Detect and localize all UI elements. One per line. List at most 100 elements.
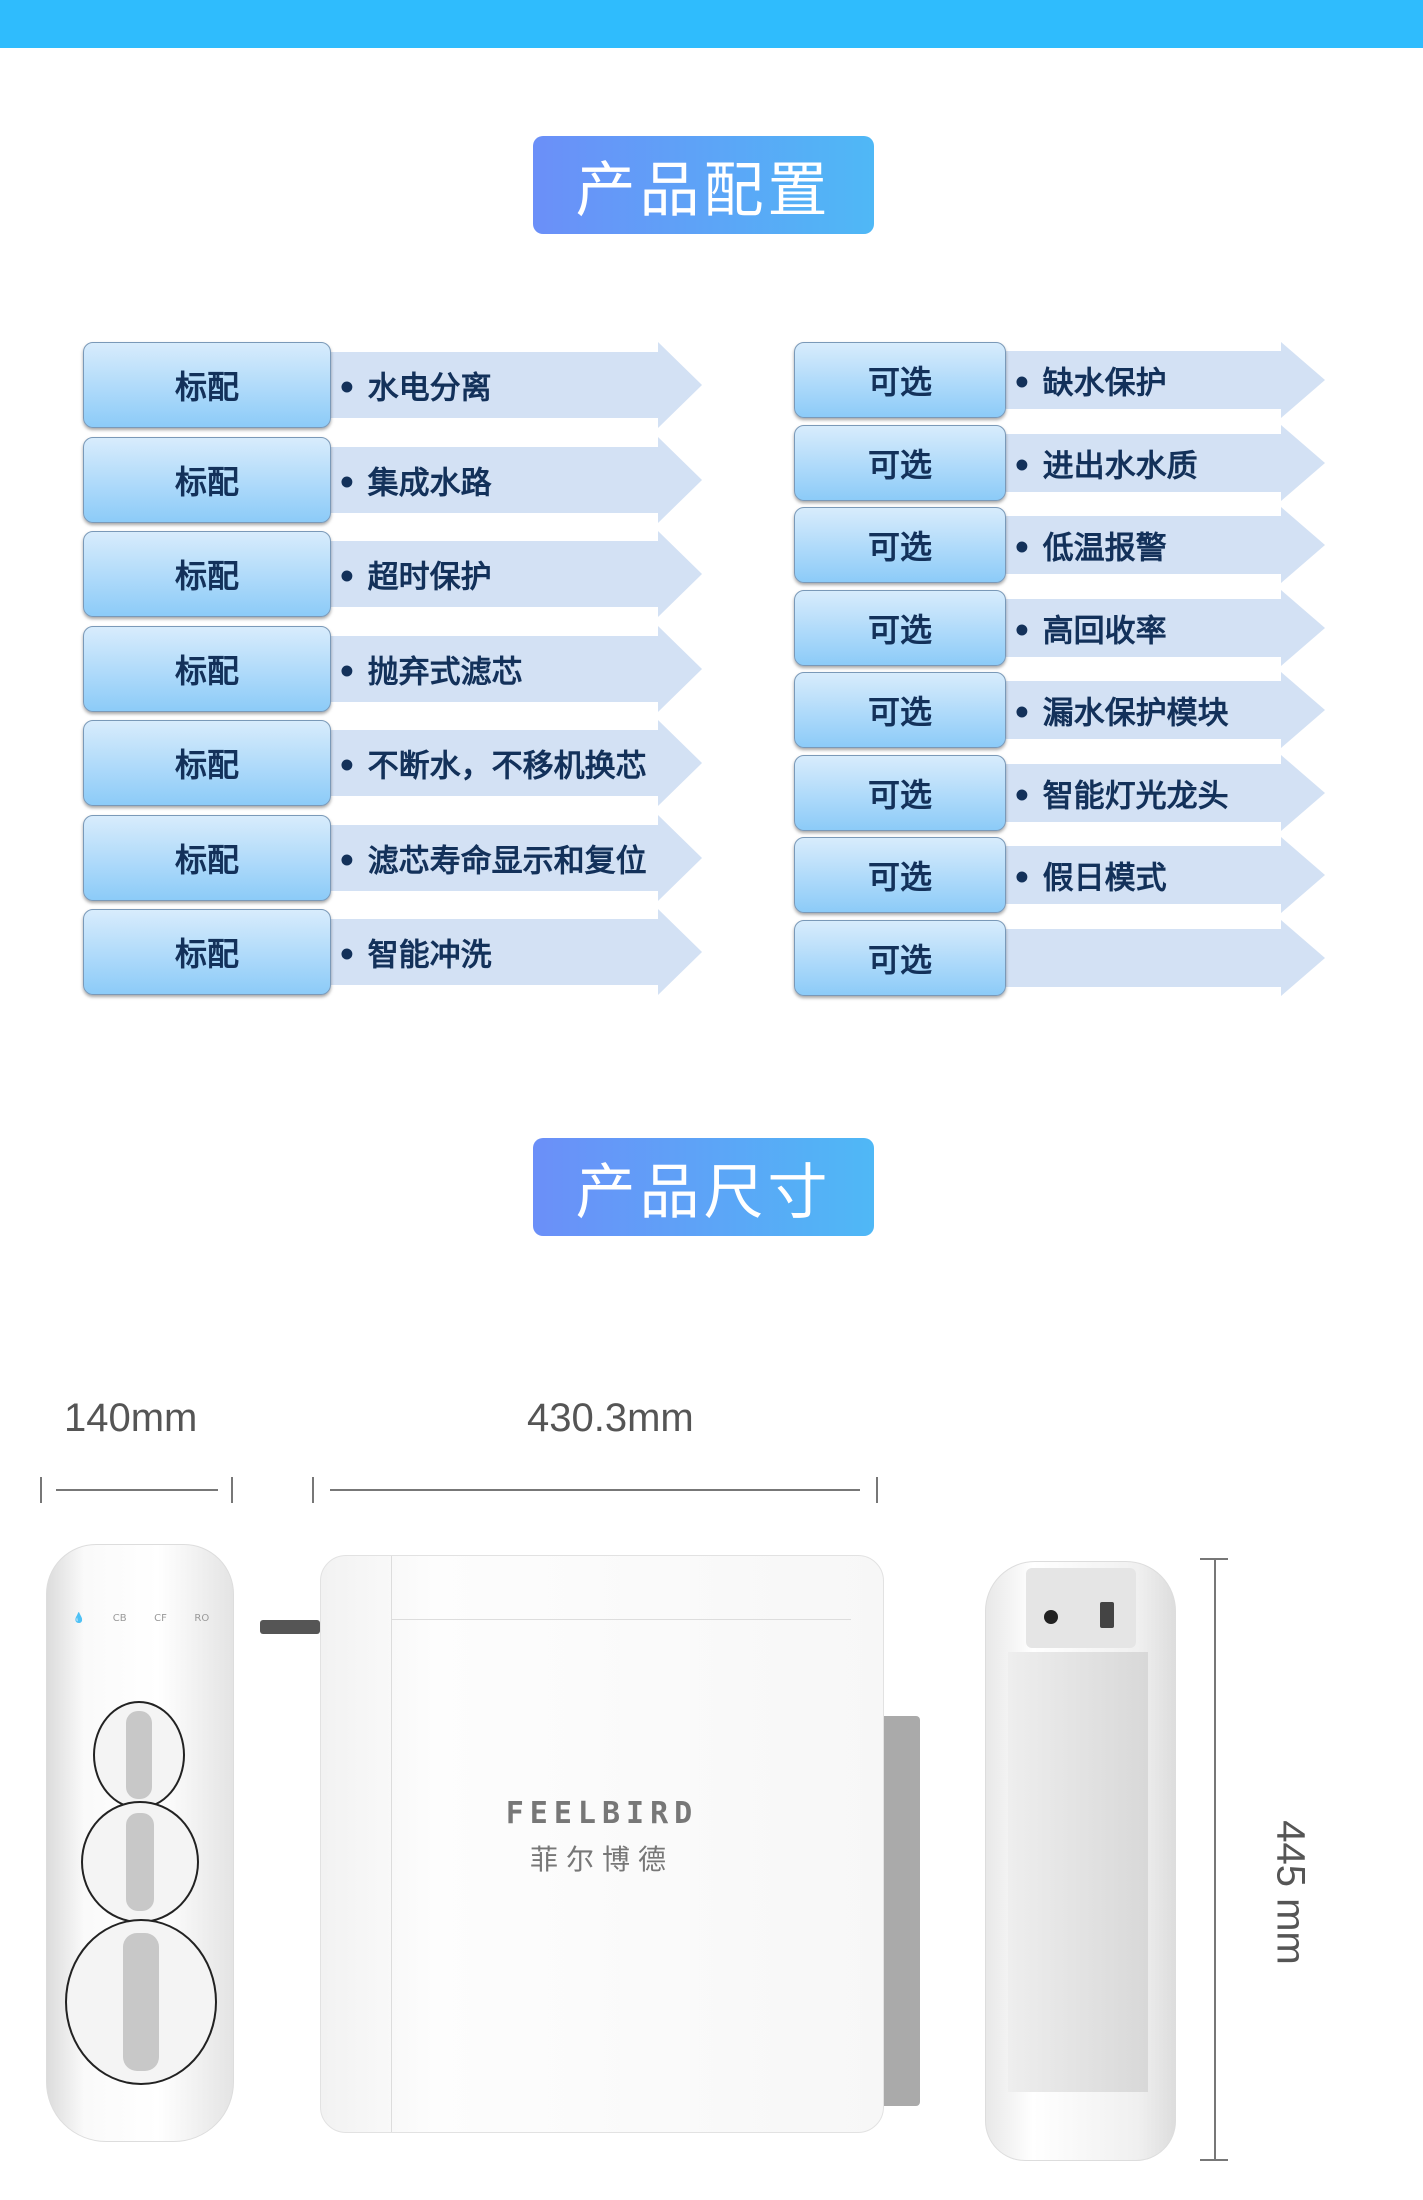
height-dimension-line [1214, 1558, 1216, 2161]
arrow-band [331, 730, 658, 796]
arrow-band [331, 352, 658, 418]
feature-tag: 标配 [83, 531, 331, 617]
feature-tag: 标配 [83, 625, 331, 712]
feature-row: 可选 • 高回收率 [794, 589, 1325, 666]
feature-tag: 可选 [794, 672, 1006, 748]
feature-text: • 抛弃式滤芯 [337, 654, 523, 690]
feature-text: • 智能冲洗 [337, 937, 492, 974]
product-side-view [985, 1561, 1176, 2161]
water-drop-icon: 💧 [72, 1613, 86, 1624]
feature-row: 标配 • 不断水，不移机换芯 [83, 720, 702, 806]
arrow-head [1281, 672, 1325, 748]
product-front-view: 💧 CB CF RO [46, 1544, 234, 2142]
feature-tag: 可选 [794, 342, 1006, 418]
filter-knob-cb [93, 1701, 185, 1809]
product-main-unit: FEELBIRD 菲尔博德 [320, 1555, 884, 2133]
feature-row: 标配 • 集成水路 [83, 436, 702, 523]
dimension-tick [876, 1477, 878, 1503]
section-title-config: 产品配置 [533, 136, 874, 234]
indicator-label: RO [194, 1613, 210, 1624]
dimension-tick [231, 1477, 233, 1503]
feature-row: 标配 • 水电分离 [83, 342, 702, 428]
arrow-band [331, 635, 658, 702]
indicator-label: CB [112, 1613, 127, 1624]
arrow-band [1006, 351, 1281, 409]
feature-row: 可选 • 低温报警 [794, 507, 1325, 583]
feature-text: • 智能灯光龙头 [1012, 778, 1229, 814]
arrow-band [1006, 433, 1281, 492]
arrow-head [658, 720, 702, 806]
brand-logo-en: FEELBIRD [505, 1796, 699, 1831]
feature-row: 可选 • 漏水保护模块 [794, 672, 1325, 748]
arrow-band [1006, 516, 1281, 574]
arrow-band [1006, 681, 1281, 739]
feature-tag: 可选 [794, 919, 1006, 996]
brand-logo-cn: 菲尔博德 [529, 1843, 674, 1876]
arrow-head [1281, 837, 1325, 913]
feature-row: 可选 • 智能灯光龙头 [794, 754, 1325, 831]
dimension-tick [312, 1477, 314, 1503]
arrow-head [1281, 507, 1325, 583]
feature-row: 可选 • 缺水保护 [794, 342, 1325, 418]
depth-dimension-line [56, 1489, 218, 1491]
feature-row: 标配 • 滤芯寿命显示和复位 [83, 814, 702, 901]
feature-text: • 漏水保护模块 [1012, 695, 1229, 732]
feature-row: 标配 • 智能冲洗 [83, 909, 702, 995]
feature-row: 标配 • 抛弃式滤芯 [83, 625, 702, 712]
feature-tag: 标配 [83, 342, 331, 428]
feature-tag: 标配 [83, 814, 331, 901]
feature-text: • 超时保护 [337, 559, 492, 596]
feature-text: • 假日模式 [1012, 860, 1167, 897]
section-title-size: 产品尺寸 [533, 1138, 874, 1236]
feature-text: • 水电分离 [337, 370, 492, 407]
arrow-head [658, 625, 702, 712]
indicator-label: CF [154, 1613, 167, 1624]
feature-tag: 可选 [794, 837, 1006, 913]
width-dimension-label: 430.3mm [527, 1396, 694, 1440]
arrow-head [658, 342, 702, 428]
feature-tag: 标配 [83, 436, 331, 523]
arrow-head [1281, 919, 1325, 996]
feature-row: 可选 • 假日模式 [794, 837, 1325, 913]
width-dimension-line [330, 1489, 860, 1491]
top-banner-bar [0, 0, 1423, 48]
arrow-head [658, 436, 702, 523]
dimension-tick [1200, 2159, 1228, 2161]
arrow-head [1281, 754, 1325, 831]
feature-tag: 标配 [83, 909, 331, 995]
feature-tag: 标配 [83, 720, 331, 806]
feature-text: • 滤芯寿命显示和复位 [337, 843, 647, 879]
feature-text: • 进出水水质 [1012, 448, 1198, 484]
feature-row: 标配 • 超时保护 [83, 531, 702, 617]
arrow-band [1006, 846, 1281, 904]
arrow-head [658, 814, 702, 901]
filter-knob-ro [65, 1919, 217, 2085]
depth-dimension-label: 140mm [64, 1396, 198, 1440]
feature-row: 可选 [794, 919, 1325, 996]
arrow-head [658, 531, 702, 617]
arrow-head [1281, 342, 1325, 418]
power-port-panel [1026, 1568, 1136, 1648]
feature-tag: 可选 [794, 589, 1006, 666]
feature-text: • 低温报警 [1012, 530, 1167, 567]
feature-text: • 缺水保护 [1012, 365, 1167, 402]
arrow-head [1281, 589, 1325, 666]
arrow-band [331, 446, 658, 513]
feature-text: • 不断水，不移机换芯 [337, 748, 647, 785]
arrow-band [331, 919, 658, 985]
arrow-band [1006, 598, 1281, 657]
arrow-head [1281, 424, 1325, 501]
feature-tag: 可选 [794, 754, 1006, 831]
filter-knob-cf [81, 1801, 199, 1923]
feature-tag: 可选 [794, 507, 1006, 583]
filter-brackets [884, 1716, 920, 2106]
arrow-band [331, 541, 658, 607]
connector-plug [260, 1620, 320, 1634]
height-dimension-label: 445 mm [1268, 1820, 1313, 1965]
feature-text: • 集成水路 [337, 465, 492, 501]
arrow-band [331, 824, 658, 891]
feature-text: • 高回收率 [1012, 613, 1167, 649]
arrow-head [658, 909, 702, 995]
arrow-band [1006, 763, 1281, 822]
dimension-tick [40, 1477, 42, 1503]
